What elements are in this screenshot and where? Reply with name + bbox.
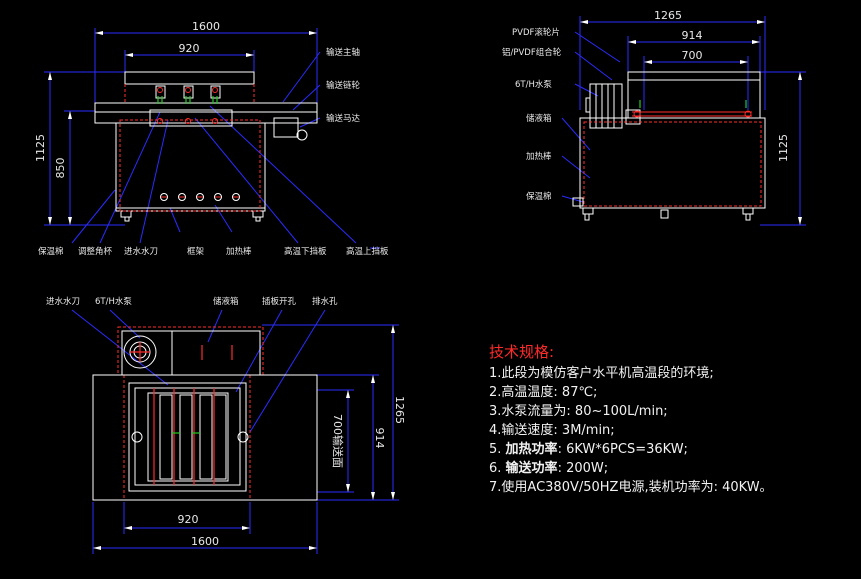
callout-lower-baffle: 高温下挡板: [284, 246, 327, 257]
top-dim-width: 920: [178, 513, 199, 526]
tech-specs: 技术规格: 1.此段为模仿客户水平机高温段的环境; 2.高温温度: 87℃; 3…: [489, 343, 773, 495]
side-view: 1265 914 700 1125 PVDF滚轮片 铝/PVDF组合轮 6T/H…: [502, 9, 806, 226]
front-dim-inner: 920: [179, 42, 200, 55]
callout-combo-wheel: 铝/PVDF组合轮: [502, 47, 562, 58]
callout-top-tank: 储液箱: [213, 296, 239, 307]
callout-adjust-cup: 调整角杯: [78, 246, 113, 257]
callout-side-pump: 6T/H水泵: [515, 79, 552, 90]
spec-line-6: 6. 输送功率: 200W;: [489, 460, 608, 476]
spec-line-3: 3.水泵流量为: 80~100L/min;: [489, 404, 668, 419]
callout-insulation: 保温棉: [38, 246, 64, 257]
callout-side-insulation: 保温棉: [526, 191, 552, 202]
callout-pvdf-roller: PVDF滚轮片: [512, 27, 560, 38]
callout-motor: 输送马达: [326, 113, 361, 124]
callout-drain-hole: 排水孔: [312, 296, 338, 307]
front-dim-table: 850: [54, 158, 67, 179]
side-dim-overall: 1265: [654, 9, 682, 22]
spec-line-1: 1.此段为模仿客户水平机高温段的环境;: [489, 365, 714, 381]
spec-line-2: 2.高温温度: 87℃;: [489, 384, 597, 400]
spec-line-4: 4.输送速度: 3M/min;: [489, 422, 615, 438]
top-view: 920 1600 1265 914 700输送面 进水水刀 6T/H水泵 储液箱…: [46, 296, 406, 554]
top-dim-conveyor: 700输送面: [331, 414, 345, 468]
callout-frame: 框架: [187, 246, 205, 257]
side-dim-inner: 700: [682, 49, 703, 62]
callout-plug-hole: 插板开孔: [262, 296, 297, 307]
callout-inlet-knife: 进水水刀: [124, 246, 158, 257]
front-dim-overall: 1600: [192, 20, 220, 33]
side-dim-mid: 914: [682, 29, 703, 42]
top-dim-height: 1265: [393, 396, 406, 424]
callout-sprocket: 输送链轮: [326, 80, 361, 91]
spec-line-5: 5. 加热功率: 6KW*6PCS=36KW;: [489, 441, 688, 457]
callout-main-shaft: 输送主轴: [326, 47, 360, 58]
callout-top-pump: 6T/H水泵: [95, 296, 132, 307]
spec-line-7: 7.使用AC380V/50HZ电源,装机功率为: 40KW。: [489, 479, 773, 495]
front-view: 1600 920 1125 850 输送主轴 输送链轮 输送马达 保温棉 调整角…: [34, 20, 389, 257]
specs-title: 技术规格:: [489, 343, 554, 361]
side-dim-height: 1125: [777, 134, 790, 162]
front-dim-height: 1125: [34, 134, 47, 162]
callout-top-inlet-knife: 进水水刀: [46, 296, 80, 307]
top-dim-mid: 914: [373, 428, 386, 449]
callout-heater: 加热棒: [226, 246, 252, 257]
callout-side-heater: 加热棒: [526, 151, 552, 162]
top-dim-overall: 1600: [191, 535, 219, 548]
callout-upper-baffle: 高温上挡板: [346, 246, 389, 257]
callout-side-tank: 储液箱: [526, 113, 552, 124]
